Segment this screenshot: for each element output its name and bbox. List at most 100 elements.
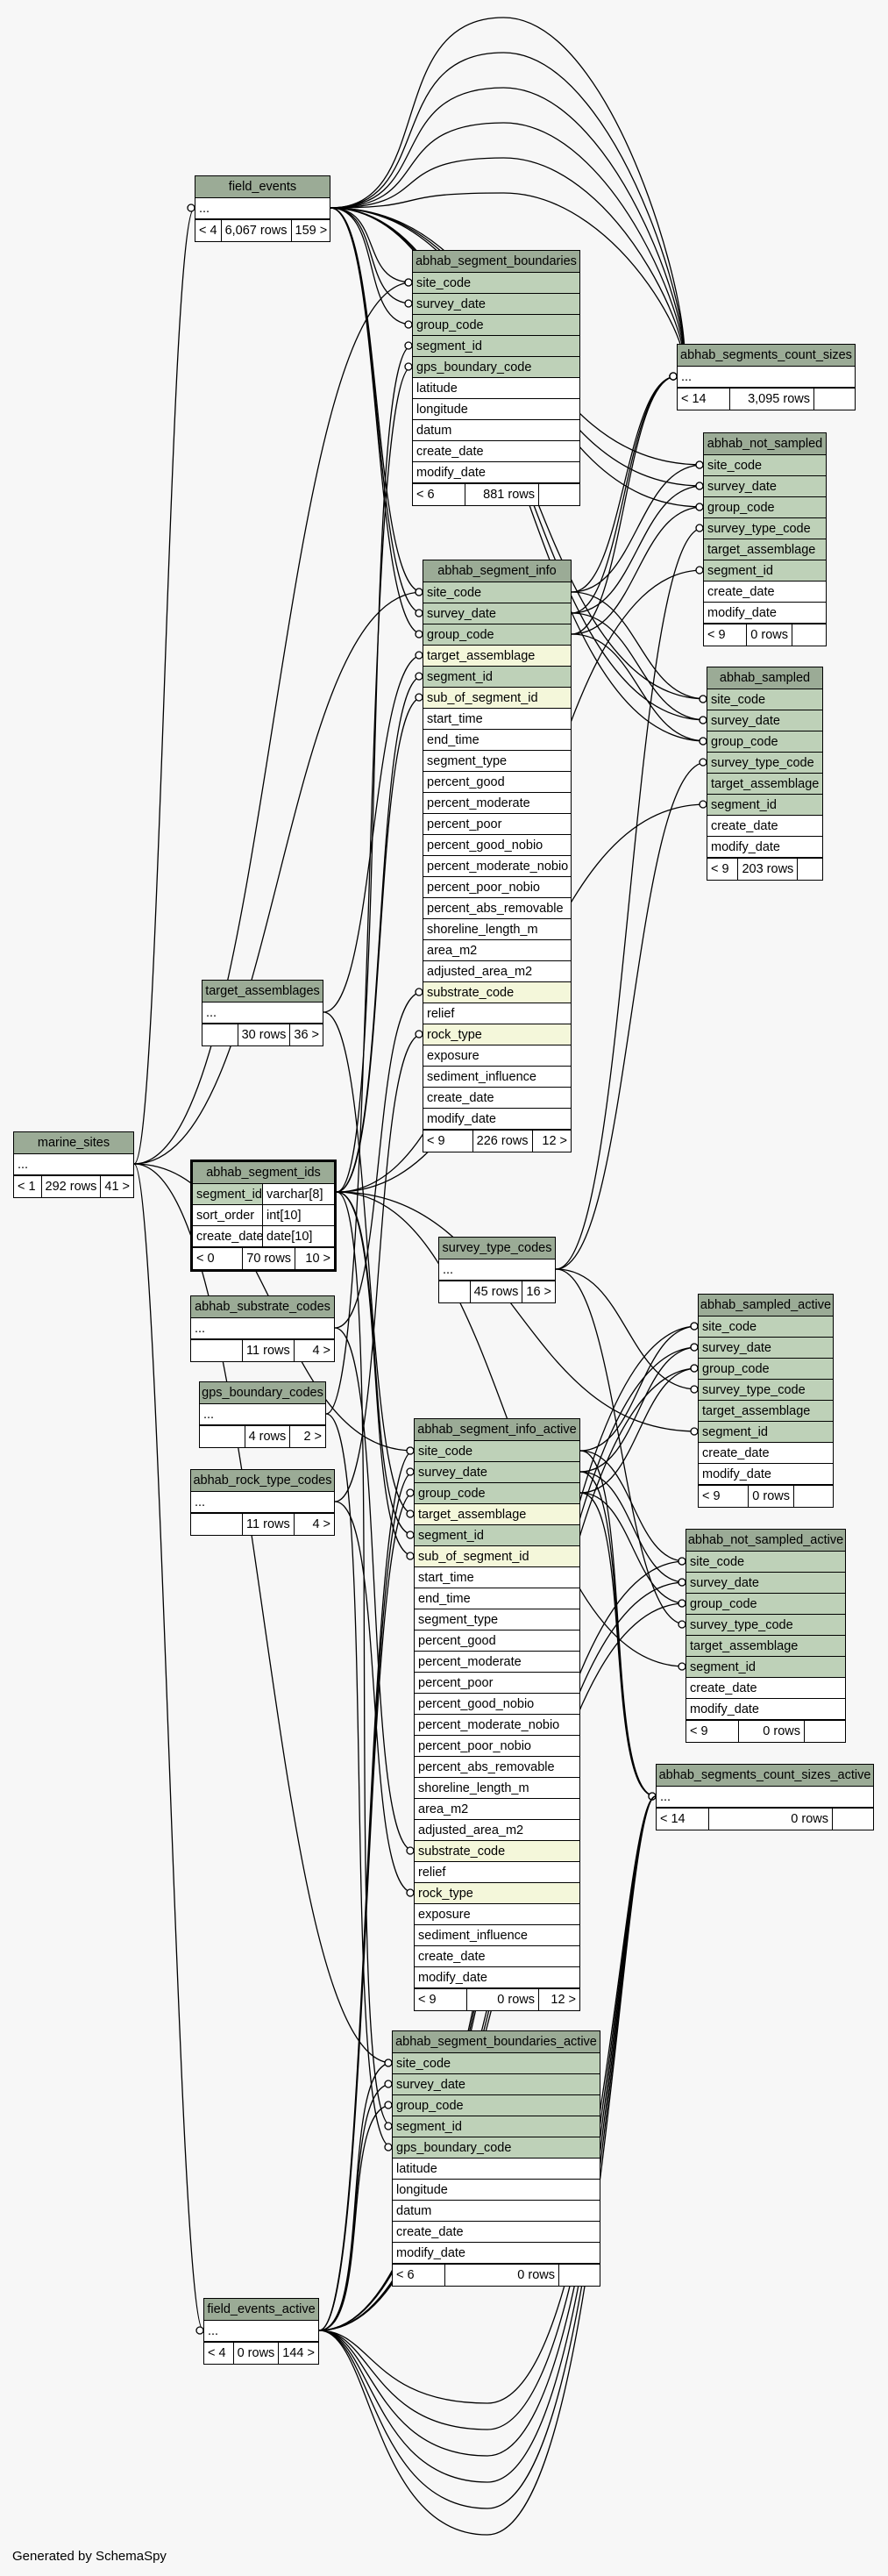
column-row: ...: [204, 2321, 318, 2342]
column-row: percent_good: [423, 772, 571, 793]
column-row: percent_moderate: [423, 793, 571, 814]
parent-count[interactable]: < 4: [195, 220, 222, 241]
parent-count[interactable]: < 4: [204, 2343, 234, 2364]
table-header[interactable]: target_assemblages: [202, 981, 323, 1003]
child-count[interactable]: 144 >: [282, 2346, 315, 2360]
table-header[interactable]: abhab_not_sampled_active: [686, 1530, 845, 1552]
column-row: target_assemblage: [704, 539, 826, 560]
zero-or-many-marker: [384, 2122, 393, 2130]
table-header[interactable]: abhab_substrate_codes: [191, 1296, 334, 1318]
zero-or-many-marker: [690, 1385, 699, 1394]
child-count[interactable]: 16 >: [526, 1285, 551, 1299]
child-count[interactable]: [792, 624, 826, 646]
column-row: sediment_influence: [415, 1925, 579, 1946]
parent-count[interactable]: [191, 1514, 244, 1535]
parent-count[interactable]: < 14: [678, 389, 730, 410]
zero-or-many-marker: [415, 651, 423, 660]
column-row: end_time: [423, 730, 571, 751]
table-header[interactable]: marine_sites: [14, 1132, 133, 1154]
child-count[interactable]: [814, 389, 855, 410]
table-header[interactable]: abhab_segment_boundaries: [413, 251, 579, 273]
table-header[interactable]: abhab_segment_info_active: [415, 1419, 579, 1441]
parent-count[interactable]: [191, 1340, 244, 1361]
child-count[interactable]: 12 >: [542, 1134, 567, 1148]
child-count[interactable]: [833, 1809, 873, 1830]
parent-count[interactable]: < 0: [193, 1248, 244, 1269]
child-count[interactable]: 159 >: [295, 224, 328, 238]
parent-count[interactable]: < 9: [423, 1131, 473, 1152]
zero-or-many-marker: [690, 1343, 699, 1352]
parent-count[interactable]: < 9: [686, 1721, 739, 1742]
child-count[interactable]: 2 >: [303, 1430, 322, 1444]
column-row: survey_date: [415, 1462, 579, 1483]
table-abhab-segments-count-sizes-active[interactable]: abhab_segments_count_sizes_active...< 14…: [656, 1764, 874, 1830]
zero-or-many-marker: [699, 695, 707, 703]
table-header[interactable]: abhab_segments_count_sizes_active: [657, 1765, 873, 1787]
child-count[interactable]: 41 >: [104, 1180, 130, 1194]
table-header[interactable]: gps_boundary_codes: [200, 1382, 325, 1404]
column-name: segment_id: [193, 1184, 263, 1204]
parent-count[interactable]: [202, 1024, 238, 1045]
table-header[interactable]: abhab_sampled: [707, 667, 822, 689]
table-header[interactable]: abhab_segment_ids: [193, 1162, 334, 1184]
column-row: percent_poor_nobio: [415, 1736, 579, 1757]
child-count[interactable]: 36 >: [294, 1028, 319, 1042]
row-count: 0 rows: [739, 1721, 805, 1742]
child-count[interactable]: [559, 2265, 600, 2286]
parent-count[interactable]: < 6: [413, 484, 465, 505]
row-count: 226 rows: [473, 1131, 533, 1152]
zero-or-many-marker: [690, 1427, 699, 1436]
child-count[interactable]: 12 >: [551, 1993, 576, 2007]
table-header[interactable]: field_events: [195, 176, 330, 198]
column-row: target_assemblage: [686, 1636, 845, 1657]
parent-count[interactable]: [439, 1281, 471, 1302]
table-header[interactable]: abhab_sampled_active: [699, 1295, 833, 1317]
parent-count[interactable]: < 14: [657, 1809, 709, 1830]
table-header[interactable]: field_events_active: [204, 2299, 318, 2321]
zero-or-many-marker: [406, 1509, 415, 1518]
table-header[interactable]: abhab_rock_type_codes: [191, 1470, 334, 1492]
child-count[interactable]: 4 >: [312, 1517, 330, 1531]
table-header[interactable]: survey_type_codes: [439, 1238, 555, 1259]
column-row: segment_type: [415, 1609, 579, 1631]
parent-count[interactable]: < 1: [14, 1176, 42, 1197]
parent-count[interactable]: < 6: [393, 2265, 445, 2286]
parent-count[interactable]: [200, 1426, 245, 1447]
child-count[interactable]: [794, 1486, 833, 1507]
column-row: create_date: [413, 441, 579, 462]
parent-count[interactable]: < 9: [704, 624, 748, 646]
child-count[interactable]: [539, 484, 579, 505]
parent-count[interactable]: < 9: [707, 859, 739, 880]
table-header[interactable]: abhab_segments_count_sizes: [678, 345, 855, 367]
column-row: segment_id: [699, 1422, 833, 1443]
table-header[interactable]: abhab_not_sampled: [704, 433, 826, 455]
parent-count[interactable]: < 9: [699, 1486, 749, 1507]
table-header[interactable]: abhab_segment_info: [423, 560, 571, 582]
table-header[interactable]: abhab_segment_boundaries_active: [393, 2031, 600, 2053]
child-count[interactable]: [805, 1721, 845, 1742]
child-count[interactable]: 10 >: [305, 1252, 330, 1266]
child-count[interactable]: [798, 859, 822, 880]
column-row: percent_moderate: [415, 1652, 579, 1673]
column-row: site_code: [707, 689, 822, 710]
parent-count[interactable]: < 9: [415, 1989, 467, 2010]
child-count[interactable]: 4 >: [312, 1344, 330, 1358]
